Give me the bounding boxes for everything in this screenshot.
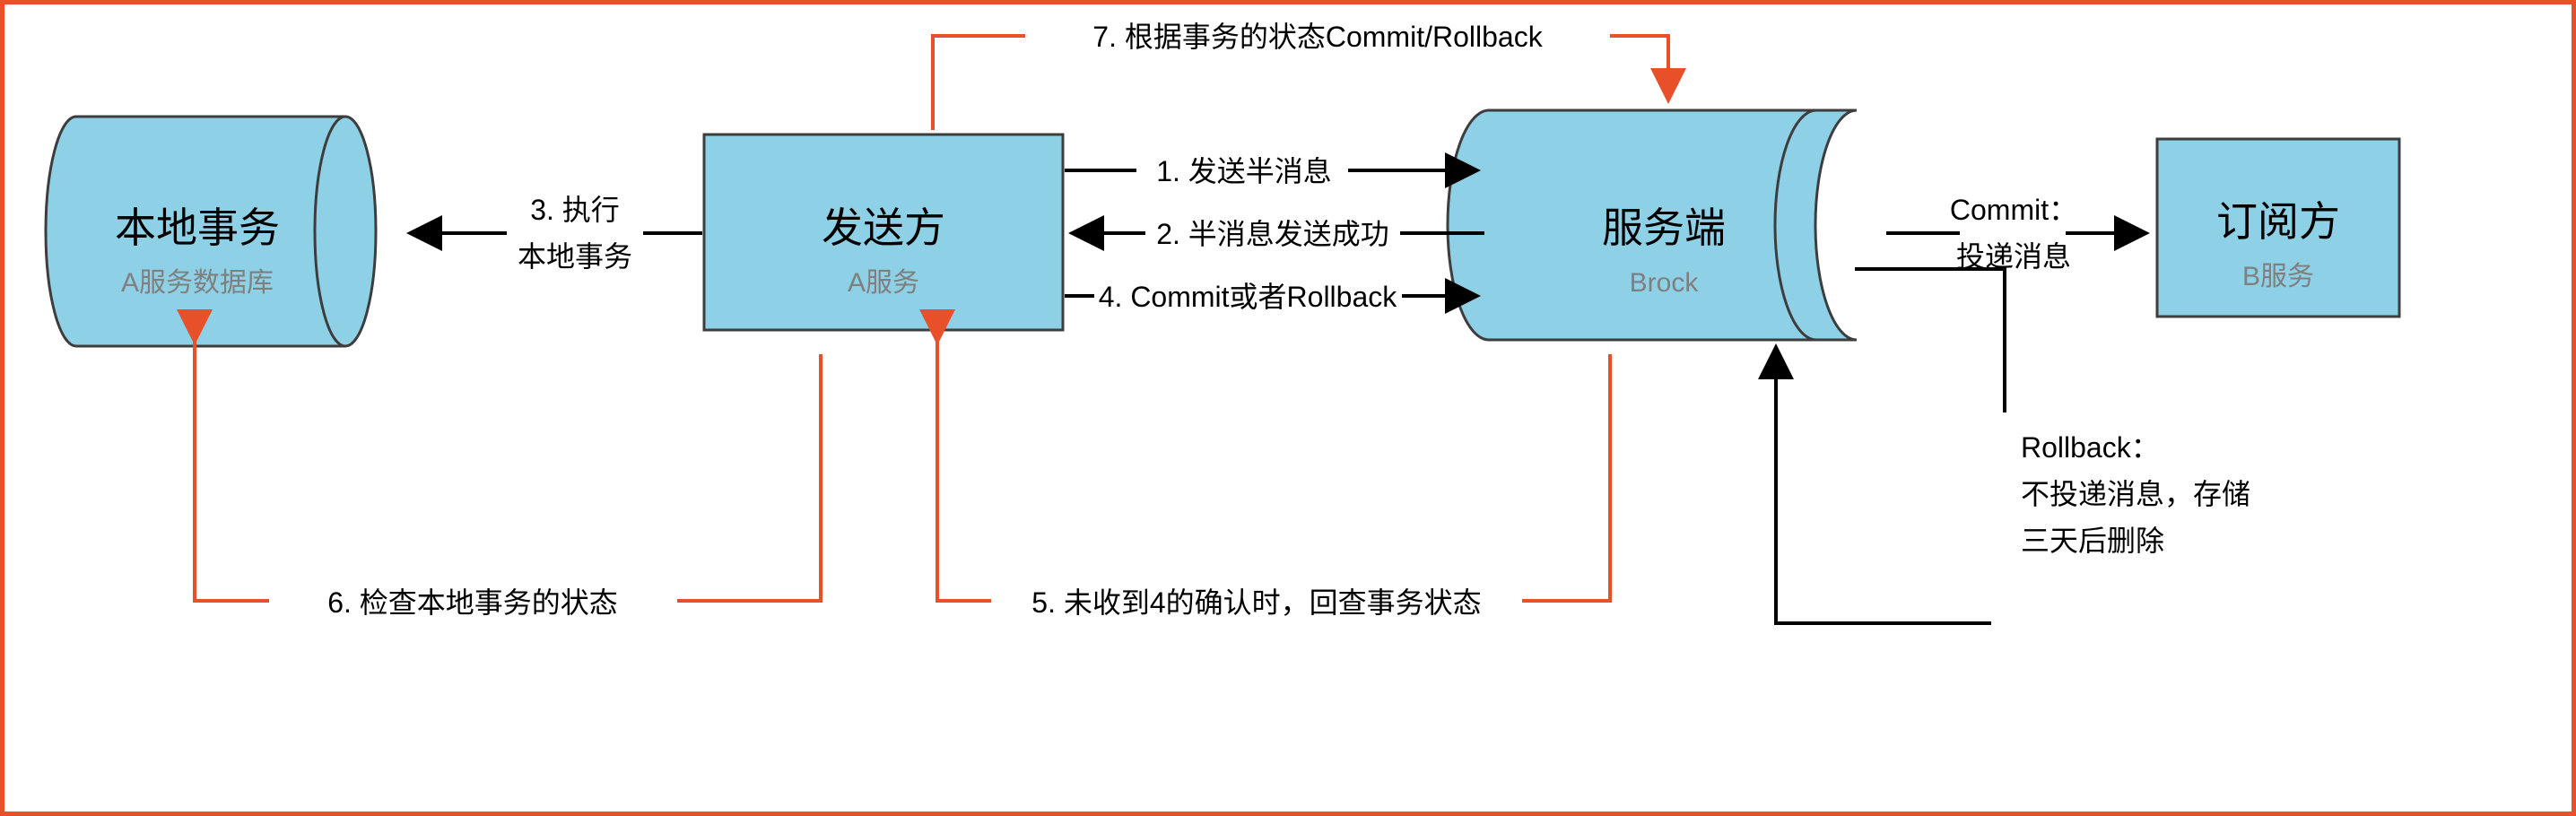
- edge-3-label-line1: 3. 执行: [530, 194, 620, 226]
- node-subscriber[interactable]: 订阅方 B服务: [2155, 137, 2401, 318]
- edge-3-label-line2: 本地事务: [518, 240, 632, 273]
- edge-7-line-left: [931, 34, 1025, 130]
- node-subtitle: Brock: [1630, 268, 1700, 298]
- edge-5[interactable]: 5. 未收到4的确认时，回查事务状态: [919, 309, 1612, 619]
- edge-rollback-label-line1: Rollback：: [2021, 431, 2160, 464]
- edge-6[interactable]: 6. 检查本地事务的状态: [177, 309, 822, 619]
- node-subtitle: A服务: [848, 268, 919, 298]
- edge-4[interactable]: 4. Commit或者Rollback: [1065, 278, 1481, 314]
- node-subtitle: B服务: [2242, 262, 2314, 291]
- edge-6-line-left: [177, 309, 269, 603]
- edge-3[interactable]: 3. 执行 本地事务: [406, 194, 702, 273]
- node-title: 订阅方: [2216, 198, 2340, 245]
- node-sender[interactable]: 发送方 A服务: [702, 133, 1065, 332]
- node-local-transaction-db[interactable]: 本地事务 A服务数据库: [44, 115, 378, 348]
- node-title: 发送方: [822, 204, 945, 251]
- edge-rollback-label-line2: 不投递消息，存储: [2021, 478, 2250, 510]
- edge-2-label: 2. 半消息发送成功: [1156, 218, 1389, 250]
- edge-7[interactable]: 7. 根据事务的状态Commit/Rollback: [931, 21, 1686, 130]
- edge-5-line-left: [919, 309, 991, 603]
- cylinder-cap: [313, 115, 346, 348]
- edge-6-line-right: [677, 354, 822, 603]
- diagram-svg: 本地事务 A服务数据库 发送方 A服务 服务端 Brock 订阅方 B服务 7.…: [44, 21, 2401, 625]
- edge-5-line-right: [1522, 354, 1612, 603]
- edge-4-label: 4. Commit或者Rollback: [1099, 281, 1398, 313]
- node-title: 服务端: [1602, 204, 1726, 251]
- edge-commit-label-line1: Commit：: [1950, 194, 2077, 226]
- edge-2[interactable]: 2. 半消息发送成功: [1068, 215, 1484, 251]
- edge-6-label: 6. 检查本地事务的状态: [327, 586, 618, 619]
- edge-commit[interactable]: Commit： 投递消息: [1886, 194, 2150, 273]
- edge-rollback-line-down: [1855, 267, 2006, 412]
- sender-rect: [702, 133, 1065, 332]
- edge-rollback-label-line3: 三天后删除: [2021, 525, 2164, 557]
- edge-7-line-right: [1610, 34, 1686, 104]
- node-server[interactable]: 服务端 Brock: [1446, 109, 1858, 342]
- subscriber-rect: [2155, 137, 2401, 318]
- edge-7-label: 7. 根据事务的状态Commit/Rollback: [1092, 21, 1543, 53]
- server-cap: [1773, 109, 1817, 342]
- edge-rollback-line-back: [1758, 343, 1991, 625]
- node-subtitle: A服务数据库: [121, 268, 274, 298]
- node-title: 本地事务: [115, 204, 280, 251]
- edge-1[interactable]: 1. 发送半消息: [1065, 152, 1481, 188]
- edge-5-label: 5. 未收到4的确认时，回查事务状态: [1031, 586, 1481, 619]
- edge-1-label: 1. 发送半消息: [1156, 155, 1332, 187]
- edge-rollback[interactable]: Rollback： 不投递消息，存储 三天后删除: [1758, 267, 2250, 625]
